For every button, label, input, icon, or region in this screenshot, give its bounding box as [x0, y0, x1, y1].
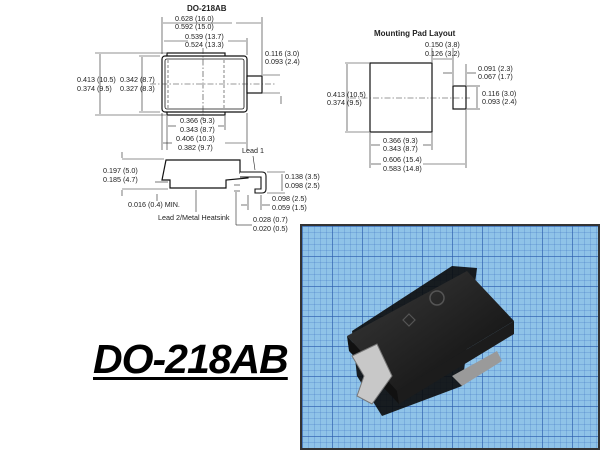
lead-width-max: 0.116 (3.0) [265, 49, 299, 58]
body-width-max: 0.342 (8.7) [120, 75, 155, 84]
total-length-min: 0.583 (14.8) [383, 164, 422, 173]
overall-length-min: 0.592 (15.0) [175, 22, 214, 31]
lead-extension-max: 0.098 (2.5) [272, 194, 307, 203]
small-pad [452, 85, 467, 110]
lead-1-hook [240, 171, 267, 194]
overall-length-max: 0.628 (16.0) [175, 14, 214, 23]
lead-height-min: 0.098 (2.5) [285, 181, 320, 190]
lead-2-label: Lead 2/Metal Heatsink [158, 213, 230, 222]
cathode-mark [402, 313, 416, 327]
small-pad-width-max: 0.091 (2.3) [478, 64, 513, 73]
heatsink-lead [452, 351, 502, 386]
lead-thickness-max: 0.028 (0.7) [253, 215, 288, 224]
body-length-min: 0.524 (13.3) [185, 40, 224, 49]
pad-gap-min: 0.126 (3.2) [425, 49, 460, 58]
overall-width-min: 0.374 (9.5) [77, 84, 112, 93]
total-length-max: 0.606 (15.4) [383, 155, 422, 164]
heatsink-length-min: 0.343 (8.7) [180, 125, 215, 134]
large-pad-width-max: 0.366 (9.3) [383, 136, 418, 145]
lead-1-label: Lead 1 [242, 146, 264, 155]
lead-width-min: 0.093 (2.4) [265, 57, 300, 66]
large-pad [369, 62, 433, 133]
overall-width-max: 0.413 (10.5) [77, 75, 116, 84]
heatsink-length-max: 0.366 (9.3) [180, 116, 215, 125]
top-view-title: DO-218AB [187, 4, 227, 13]
body-length-max: 0.539 (13.7) [185, 32, 224, 41]
height-min: 0.185 (4.7) [103, 175, 138, 184]
lead-tab [246, 75, 263, 94]
lead-1 [351, 343, 393, 405]
large-pad-width-min: 0.343 (8.7) [383, 144, 418, 153]
diode-photo-illustration [347, 266, 514, 416]
height-max: 0.197 (5.0) [103, 166, 138, 175]
side-body [161, 159, 249, 189]
large-pad-height-min: 0.374 (9.5) [327, 98, 362, 107]
package-title: DO-218AB [93, 336, 289, 382]
small-pad-height-max: 0.116 (3.0) [482, 89, 516, 98]
component-photo [300, 224, 600, 450]
large-pad-height-max: 0.413 (10.5) [327, 90, 366, 99]
lead-extension-min: 0.059 (1.5) [272, 203, 307, 212]
heatsink-length2-min: 0.382 (9.7) [178, 143, 213, 152]
heatsink-length2-max: 0.406 (10.3) [176, 134, 215, 143]
side-view: Lead 1 0.197 (5.0) 0.185 (4.7) 0.138 (3.… [103, 146, 320, 233]
mounting-pad-layout: Mounting Pad Layout 0.150 (3.8) 0.126 (3… [327, 29, 517, 173]
lead-height-max: 0.138 (3.5) [285, 172, 320, 181]
body-width-min: 0.327 (8.3) [120, 84, 155, 93]
logo-mark [429, 290, 445, 306]
small-pad-height-min: 0.093 (2.4) [482, 97, 517, 106]
standoff-label: 0.016 (0.4) MIN. [128, 200, 180, 209]
pad-gap-max: 0.150 (3.8) [425, 40, 460, 49]
pad-layout-title: Mounting Pad Layout [374, 29, 456, 38]
lead-thickness-min: 0.020 (0.5) [253, 224, 288, 233]
top-view: DO-218AB 0.628 (16.0) 0.592 (15.0) 0.539… [77, 4, 300, 152]
small-pad-width-min: 0.067 (1.7) [478, 72, 513, 81]
diode-body [347, 271, 514, 391]
